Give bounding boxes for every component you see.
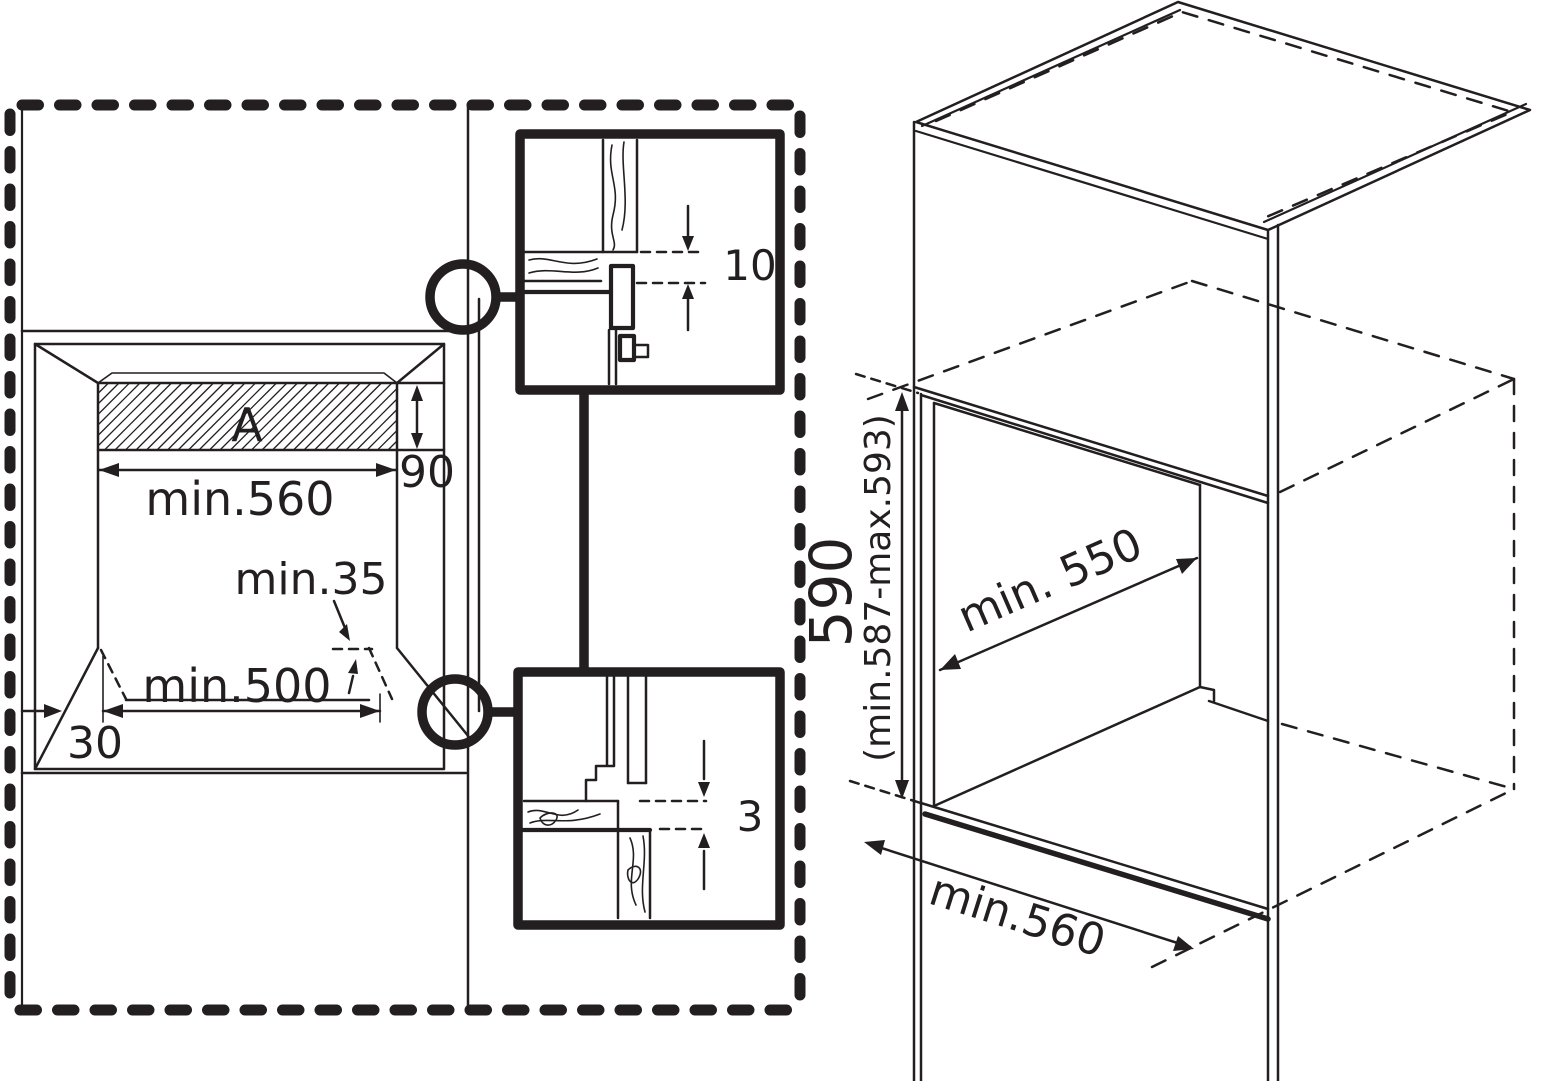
dim-bottom-gap: 3 — [638, 739, 764, 891]
wood-knot — [539, 812, 558, 826]
wood-grain — [529, 813, 601, 824]
dim-rear-gap: min.35 — [235, 554, 388, 695]
worktop-front-edge — [922, 811, 1271, 922]
cabinet-edges — [912, 120, 1280, 1081]
dashed-border — [4, 99, 806, 1016]
cabinet-top-face — [914, 0, 1532, 241]
detail-box-top: 10 — [515, 129, 785, 395]
wood-grain — [528, 267, 599, 274]
bottom-gap-label: 3 — [737, 792, 764, 841]
wood-knot — [626, 865, 642, 884]
side-clearance-label: 30 — [67, 718, 123, 769]
cabinet-width-label: min.560 — [923, 865, 1111, 968]
niche-outer-frame — [33, 342, 446, 771]
wood-grain — [641, 835, 646, 913]
niche-height-label: 590 — [797, 537, 865, 648]
detail-box-bottom: 3 — [513, 667, 785, 930]
dim-niche-depth: min. 550 — [938, 518, 1199, 672]
left-panel: 90 A min.560 min.35 — [4, 99, 806, 1016]
wood-grain — [609, 144, 617, 251]
oven-top-flange — [608, 263, 636, 331]
plinth-width-label: min.500 — [142, 659, 331, 713]
phantom-volume — [866, 279, 1516, 969]
dim-side-clearance: 30 — [20, 704, 123, 769]
back-panel-notch — [1198, 685, 1216, 703]
callout-circle-top — [425, 259, 501, 335]
vent-strip-hatched — [96, 381, 446, 452]
wood-grain — [528, 257, 598, 265]
vent-height-label: 90 — [399, 447, 455, 498]
top-gap-label: 10 — [723, 241, 776, 290]
dim-niche-width: min.560 — [97, 463, 398, 526]
wood-grain — [629, 837, 637, 906]
dim-top-gap: 10 — [635, 204, 777, 332]
callout-circle-bottom — [417, 674, 493, 750]
wood-grain — [621, 141, 627, 231]
dim-vent-height: 90 — [399, 385, 455, 498]
niche-floor-left-edge — [932, 685, 1202, 808]
vent-strip-label: A — [231, 398, 263, 452]
dim-niche-height: 590 (min.587-max.593) — [797, 372, 926, 806]
rear-gap-label: min.35 — [235, 554, 388, 605]
niche-opening — [912, 385, 1271, 922]
niche-depth-label: min. 550 — [951, 518, 1150, 643]
hatch-lines — [97, 382, 398, 451]
section-frame-lines — [20, 103, 481, 1012]
niche-ceiling-left-edge — [932, 401, 1202, 487]
niche-width-label: min.560 — [145, 472, 334, 526]
dim-plinth-width: min.500 — [101, 655, 382, 723]
iso-view: 590 (min.587-max.593) min. 550 min.560 — [797, 0, 1532, 1081]
niche-height-range-label: (min.587-max.593) — [858, 414, 899, 762]
corner-diagonal-through-callout — [395, 646, 475, 744]
front-view: 90 A min.560 min.35 — [20, 342, 475, 771]
